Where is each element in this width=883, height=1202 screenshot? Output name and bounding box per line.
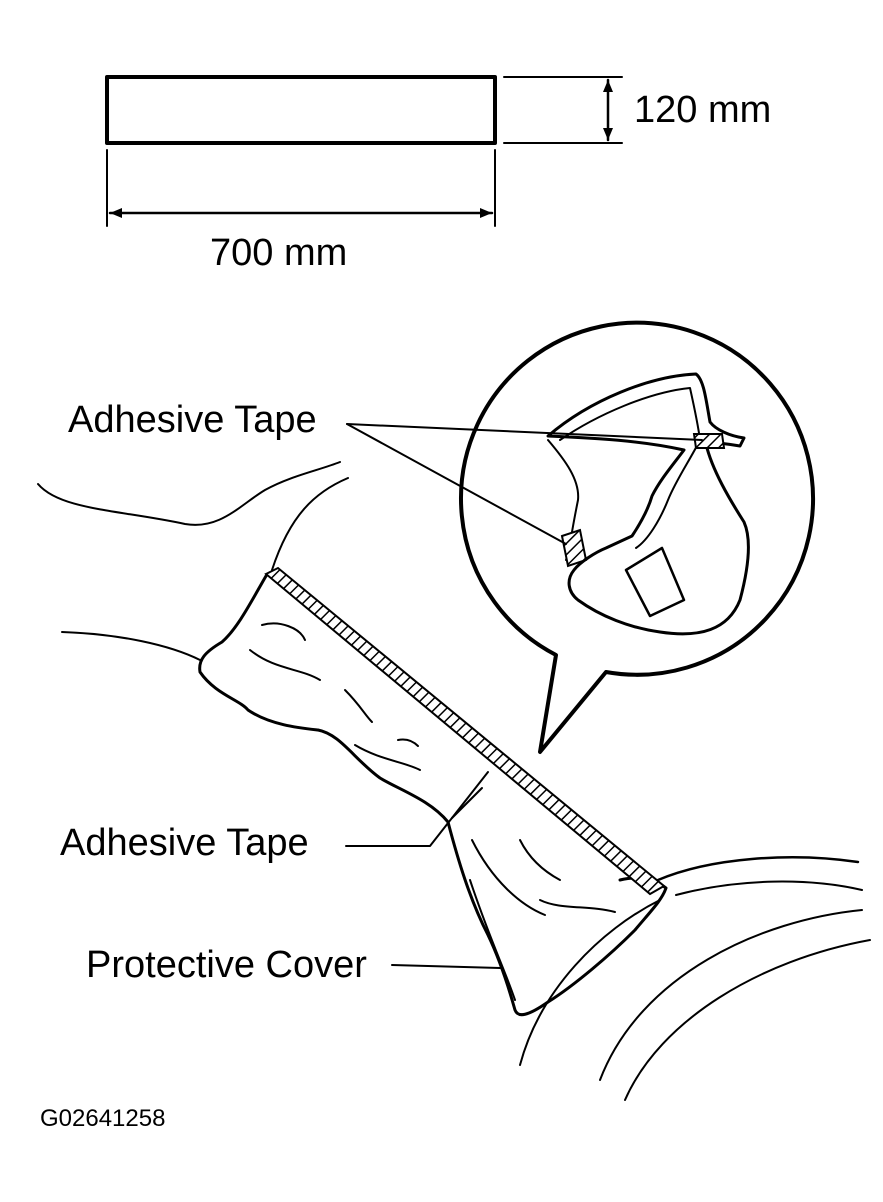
wheel-arch-outer — [656, 856, 860, 882]
cover-wrinkle-5 — [397, 738, 419, 747]
cover-wrinkle-2 — [249, 649, 321, 681]
width-dimension-label: 700 mm — [210, 232, 347, 274]
wheel-arch-lower-3 — [519, 899, 661, 1066]
adhesive-tape-detail-top — [692, 433, 726, 449]
leader-adhesive-tape-bottom — [345, 771, 489, 847]
adhesive-tape-label-top: Adhesive Tape — [68, 399, 317, 441]
leader-adhesive-tape-top-1 — [346, 423, 703, 441]
cover-wrinkle-9 — [519, 839, 561, 881]
adhesive-tape-label-bottom: Adhesive Tape — [60, 822, 309, 864]
protective-cover-label: Protective Cover — [86, 944, 367, 986]
callout-bubble — [459, 320, 816, 754]
cover-wrinkle-8 — [539, 899, 616, 913]
height-dimension-label: 120 mm — [634, 89, 771, 131]
fender-line — [61, 631, 201, 661]
pillar-cross-section-outer — [546, 372, 750, 636]
cover-wrinkle-3 — [344, 689, 373, 723]
cover-wrinkle-4 — [354, 744, 421, 771]
tape-strip-rectangle — [105, 75, 497, 145]
pillar-top-curve — [271, 477, 349, 571]
cover-wrinkle-6 — [471, 839, 546, 916]
cover-wrinkle-1 — [261, 622, 306, 641]
tape-dimension-drawing: 120 mm 700 mm — [105, 75, 771, 274]
seal-piece — [624, 546, 686, 618]
leader-protective-cover — [391, 964, 501, 969]
leader-adhesive-tape-top-2 — [346, 423, 567, 545]
wheel-arch-lower-2 — [624, 939, 871, 1101]
roof-edge-line — [37, 461, 341, 526]
protective-cover-illustration — [198, 566, 668, 1017]
cross-section-detail-callout — [459, 320, 816, 754]
wheel-arch-lower-1 — [599, 909, 863, 1081]
adhesive-tape-strip — [264, 566, 666, 896]
vehicle-body-illustration — [37, 461, 871, 1101]
leader-lines — [345, 423, 703, 969]
figure-code: G02641258 — [40, 1105, 165, 1132]
wheel-arch-inner — [675, 880, 863, 896]
adhesive-tape-detail-bottom — [560, 528, 588, 568]
cover-wrinkle-7 — [469, 879, 516, 1001]
